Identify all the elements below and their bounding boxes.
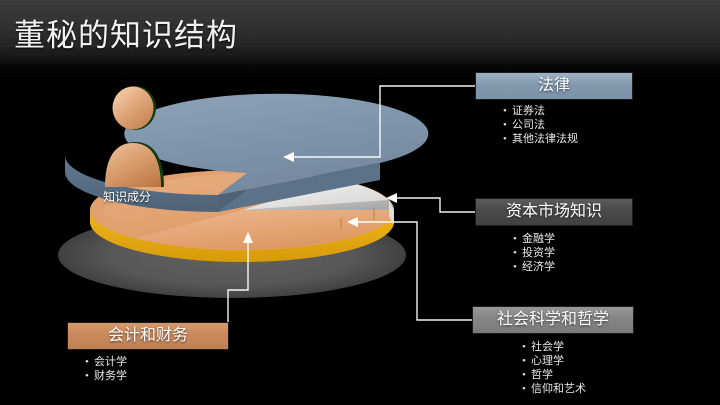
list-item: 经济学 xyxy=(513,260,555,274)
arrowhead-accounting xyxy=(243,232,253,243)
list-item: 财务学 xyxy=(85,369,127,383)
arrowhead-social xyxy=(347,217,358,227)
callout-legal-bullets: 证券法 公司法 其他法律法规 xyxy=(503,104,578,146)
connector-social xyxy=(356,221,472,321)
list-item: 投资学 xyxy=(513,246,555,260)
list-item: 信仰和艺术 xyxy=(522,382,586,396)
callout-social-title: 社会科学和哲学 xyxy=(472,306,634,334)
pie-side-gold xyxy=(90,206,394,262)
person-icon xyxy=(105,86,164,187)
callout-capital-title: 资本市场知识 xyxy=(475,198,633,226)
connector-capital xyxy=(394,197,475,213)
callout-social-bullets: 社会学 心理学 哲学 信仰和艺术 xyxy=(522,340,586,396)
callout-accounting-title: 会计和财务 xyxy=(67,322,229,350)
list-item: 哲学 xyxy=(522,368,586,382)
pie-center-label: 知识成分 xyxy=(103,190,152,204)
list-item: 会计学 xyxy=(85,355,127,369)
pie-slice-legal xyxy=(124,93,429,195)
callout-capital-bullets: 金融学 投资学 经济学 xyxy=(513,232,555,274)
connector-accounting xyxy=(227,241,249,332)
list-item: 金融学 xyxy=(513,232,555,246)
callout-legal-title: 法律 xyxy=(475,72,633,100)
list-item: 心理学 xyxy=(522,354,586,368)
arrowhead-capital xyxy=(386,193,397,203)
pie-slice-accounting xyxy=(136,210,394,250)
person-head xyxy=(112,86,154,130)
person-body xyxy=(105,143,161,187)
list-item: 其他法律法规 xyxy=(503,132,578,146)
list-item: 证券法 xyxy=(503,104,578,118)
callout-social[interactable]: 社会科学和哲学 社会学 心理学 哲学 信仰和艺术 xyxy=(472,306,634,395)
page-title: 董秘的知识结构 xyxy=(14,18,238,53)
arrowhead-legal xyxy=(283,152,294,162)
pie-slice-capital xyxy=(242,200,394,210)
connector-legal xyxy=(292,85,475,158)
callout-capital[interactable]: 资本市场知识 金融学 投资学 经济学 xyxy=(475,198,633,273)
pie-slice-legal-side xyxy=(64,155,218,213)
callout-accounting-bullets: 会计学 财务学 xyxy=(85,355,127,383)
list-item: 公司法 xyxy=(503,118,578,132)
pie-slice-social xyxy=(242,180,389,210)
callout-legal[interactable]: 法律 证券法 公司法 其他法律法规 xyxy=(475,72,633,145)
callout-accounting[interactable]: 会计和财务 会计学 财务学 xyxy=(67,322,229,382)
pie-slice-social-side xyxy=(389,200,394,224)
pie-slice-legal-cut-side-a xyxy=(218,163,380,212)
list-item: 社会学 xyxy=(522,340,586,354)
